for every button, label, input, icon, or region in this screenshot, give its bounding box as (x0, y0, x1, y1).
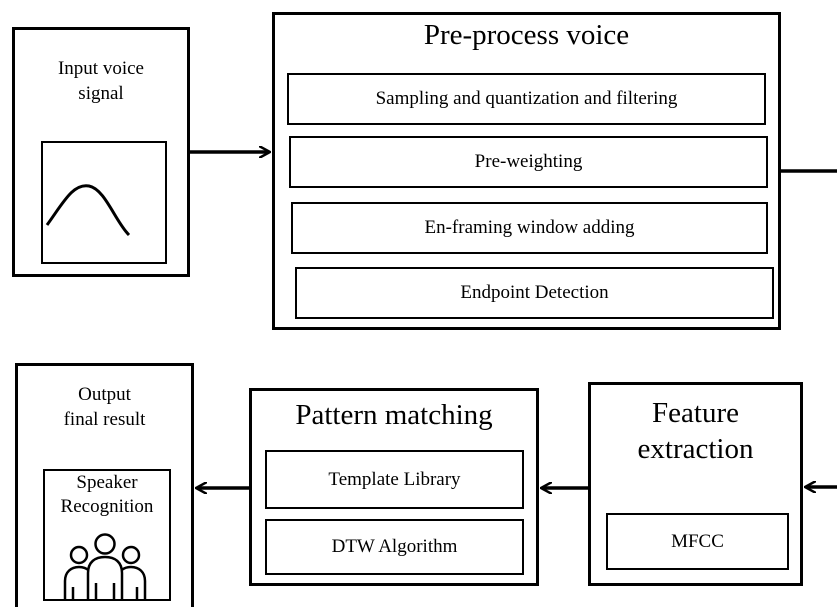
pattern-matching-title: Pattern matching (295, 399, 493, 431)
input-voice-title: Input voice signal (15, 56, 187, 106)
feature-extraction-block: Feature extraction MFCC (588, 382, 803, 586)
input-voice-title-line2: signal (78, 83, 124, 104)
mfcc-box: MFCC (606, 513, 789, 570)
speaker-recognition-frame: Speaker Recognition (43, 469, 171, 601)
speaker-recognition-line2: Recognition (60, 496, 154, 517)
input-voice-title-line1: Input voice (57, 58, 144, 79)
preprocess-step-sampling: Sampling and quantization and filtering (287, 73, 766, 125)
preprocess-title: Pre-process voice (423, 19, 630, 51)
waveform-frame (41, 141, 167, 264)
output-title-line2: final result (63, 409, 146, 430)
feature-extraction-title-line2: extraction (637, 433, 754, 465)
waveform-icon (45, 184, 131, 237)
preprocess-step-preweighting: Pre-weighting (289, 136, 768, 188)
preprocess-block: Pre-process voice Sampling and quantizat… (272, 12, 781, 330)
output-block: Output final result Speaker Recognition (15, 363, 194, 607)
output-title: Output final result (18, 382, 191, 432)
input-voice-block: Input voice signal (12, 27, 190, 277)
speaker-recognition-label: Speaker Recognition (45, 471, 169, 519)
people-group-icon (63, 533, 147, 599)
feature-extraction-title-line1: Feature (652, 397, 739, 429)
dtw-algorithm-box: DTW Algorithm (265, 519, 524, 575)
preprocess-step-enframing: En-framing window adding (291, 202, 768, 254)
feature-extraction-title: Feature extraction (591, 395, 800, 467)
pattern-matching-block: Pattern matching Template Library DTW Al… (249, 388, 539, 586)
preprocess-step-endpoint: Endpoint Detection (295, 267, 774, 319)
output-title-line1: Output (78, 384, 131, 405)
template-library-box: Template Library (265, 450, 524, 509)
speaker-recognition-line1: Speaker (76, 472, 138, 493)
